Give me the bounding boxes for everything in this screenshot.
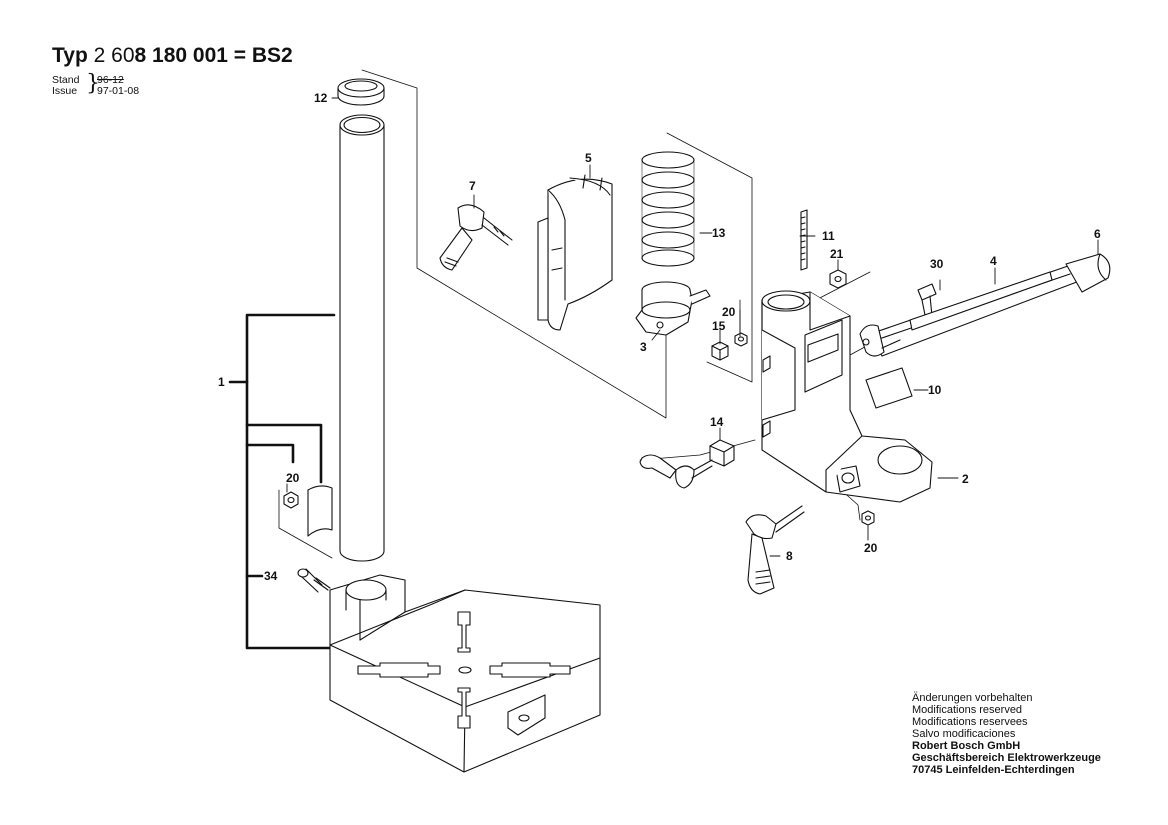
label-part-21: 21	[830, 247, 844, 261]
scale-part-11	[800, 209, 808, 271]
stand-value: 96-12	[97, 74, 124, 86]
nut-part-20-right	[861, 510, 875, 526]
nut-part-20-left	[283, 491, 299, 509]
label-part-4: 4	[990, 254, 997, 268]
screw-part-34	[297, 568, 331, 593]
label-part-12: 12	[314, 91, 328, 105]
block-part-15	[711, 341, 729, 361]
company-name: Robert Bosch GmbH	[912, 740, 1021, 752]
page-title: Typ 2 608 180 001 = BS2	[52, 44, 293, 68]
part-labels: 1 2 3 4 5 6 7 8 10 11 12 13 14 15 20 20 …	[218, 91, 1101, 583]
note-line-en: Modifications reserved	[912, 704, 1023, 716]
group-bracket-1	[228, 313, 336, 650]
issue-label: Issue	[52, 85, 78, 97]
stand-label: Stand	[52, 74, 80, 86]
label-part-11: 11	[822, 229, 835, 243]
label-plate-part-10	[865, 367, 913, 409]
label-part-20-left: 20	[286, 471, 300, 485]
label-leaders	[286, 97, 1099, 557]
title-number-bold: 8 180 001 = BS2	[134, 44, 293, 67]
footer-notes: Änderungen vorbehalten Modifications res…	[912, 692, 1101, 776]
column-tube-part	[339, 114, 385, 562]
lever-part-8	[745, 505, 805, 595]
carriage-part-2	[761, 290, 933, 503]
label-part-20-right: 20	[864, 541, 878, 555]
company-division: Geschäftsbereich Elektrowerkzeuge	[912, 752, 1101, 764]
note-line-fr: Modifications reservees	[912, 716, 1028, 728]
label-part-14: 14	[710, 415, 724, 429]
label-part-13: 13	[712, 226, 726, 240]
collar-part-3	[635, 281, 711, 336]
title-number-regular: 2 60	[93, 44, 135, 67]
label-part-5: 5	[585, 151, 592, 165]
brace-icon: }	[86, 71, 100, 96]
note-line-de: Änderungen vorbehalten	[912, 692, 1033, 704]
label-part-34: 34	[264, 569, 278, 583]
nut-part-20-mid	[734, 332, 748, 347]
end-cap-part-6	[1065, 253, 1111, 293]
label-part-2: 2	[962, 472, 969, 486]
label-part-1: 1	[218, 375, 225, 389]
sleeve-part-5	[537, 174, 613, 331]
company-address: 70745 Leinfelden-Echterdingen	[912, 764, 1075, 776]
lever-part-7	[439, 204, 513, 271]
lever-part-14-handle	[639, 454, 713, 489]
label-part-6: 6	[1094, 227, 1101, 241]
spring-part-13	[641, 151, 695, 267]
arm-part-4	[859, 265, 1083, 357]
clamp-sleeve-part	[307, 485, 333, 537]
label-part-7: 7	[469, 179, 476, 193]
label-part-20-mid: 20	[722, 305, 736, 319]
label-part-3: 3	[640, 340, 647, 354]
block-part-14	[709, 439, 735, 467]
label-part-30: 30	[930, 257, 944, 271]
title-prefix: Typ	[52, 44, 88, 67]
label-part-8: 8	[786, 549, 793, 563]
revision-block: Stand 96-12 Issue 97-01-08 }	[52, 73, 139, 97]
label-part-15: 15	[712, 319, 726, 333]
issue-value: 97-01-08	[97, 85, 140, 97]
cap-part	[337, 78, 385, 106]
nut-part-21	[829, 269, 847, 289]
base-plate-part	[329, 574, 601, 773]
note-line-es: Salvo modificaciones	[912, 728, 1016, 740]
label-part-10: 10	[928, 383, 942, 397]
